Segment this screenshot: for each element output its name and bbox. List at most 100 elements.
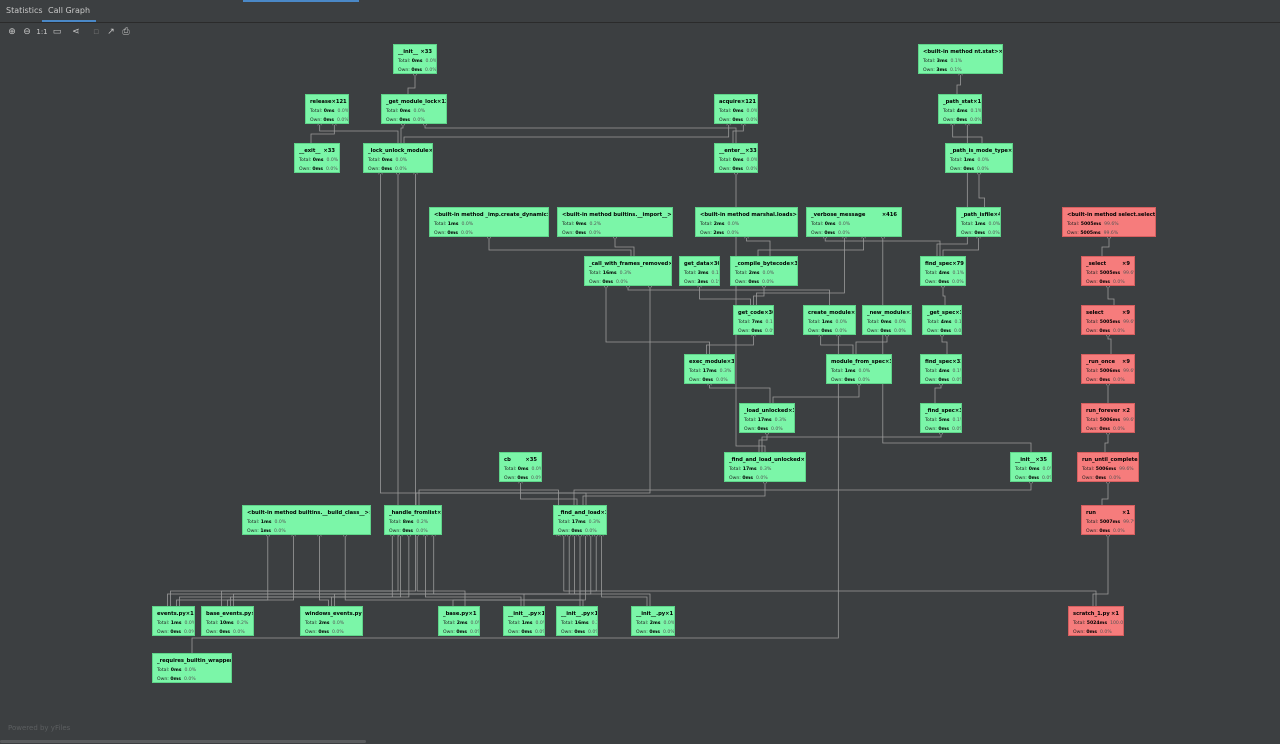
node-own-value: 0ms [742,476,754,481]
node-call-count: ×33 [323,148,335,154]
graph-node-marshal[interactable]: <built-in method marshal.loads>×30Total:… [695,207,798,237]
node-own-label: Own: [299,167,311,172]
horizontal-scrollbar[interactable] [0,740,366,743]
graph-node-builtinimport[interactable]: <built-in method builtins.__import__>×16… [557,207,673,237]
node-total-percent: 0.0% [894,320,907,325]
node-total-percent: 99.6% [1119,467,1134,472]
graph-node-ntstat[interactable]: <built-in method nt.stat>×152Total: 3ms0… [918,44,1003,74]
node-own-value: 0ms [447,231,459,236]
node-total-percent: 0.0% [1042,467,1051,472]
zoom-out-icon[interactable]: ⊖ [23,27,31,37]
graph-node-pathismode[interactable]: _path_is_mode_type×43Total: 1ms0.0%Own: … [945,143,1013,173]
graph-node-callwith[interactable]: _call_with_frames_removed×34Total: 16ms0… [584,256,672,286]
node-function-name: _load_unlocked [744,408,789,414]
node-header: _find_spec×35 [925,406,961,416]
call-edge [434,536,651,606]
node-total-label: Total: [299,158,312,163]
node-function-name: __enter__ [719,148,746,154]
node-own-value: 0ms [1099,378,1111,383]
graph-node-selectsel[interactable]: <built-in method select.select>×9Total: … [1062,207,1156,237]
node-total-percent: 0.3% [619,271,632,276]
actual-size-icon[interactable]: 1:1 [36,28,48,36]
node-own-percent: 0.0% [1113,280,1125,285]
node-own-label: Own: [925,427,937,432]
node-own-label: Own: [961,231,973,236]
graph-node-impcreate[interactable]: <built-in method _imp.create_dynamic>×2T… [429,207,549,237]
graph-node-buildclass[interactable]: <built-in method builtins.__build_class_… [242,505,371,535]
node-call-count: ×121 [740,99,757,105]
node-total-label: Total: [1067,222,1080,227]
layout-icon[interactable]: ⋖ [72,27,80,37]
node-own-percent: 0.0% [274,529,286,534]
node-header: run×1 [1086,508,1130,518]
node-call-count: ×30 [764,310,773,316]
call-edge [179,536,393,606]
call-edge [710,385,771,403]
tab-call-graph[interactable]: Call Graph [42,0,97,22]
node-total-value: 4ms [938,271,950,276]
node-total-label: Total: [1082,467,1095,472]
node-total-label: Total: [562,222,575,227]
print-icon[interactable]: ⎙ [122,27,130,37]
node-function-name: _find_spec [925,408,955,414]
node-own-value: 0ms [1095,476,1107,481]
call-edge [345,536,584,606]
call-edge [523,536,591,606]
graph-node-lockunlock[interactable]: _lock_unlock_module×36Total: 0ms0.0%Own:… [363,143,433,173]
node-total-percent: 0.0% [988,222,1001,227]
node-total-label: Total: [719,158,732,163]
tab-statistics[interactable]: Statistics [6,6,43,15]
tab-bar: Statistics Call Graph [0,0,1280,23]
zoom-in-icon[interactable]: ⊕ [8,27,16,37]
fit-content-icon[interactable]: ▭ [52,27,62,37]
export-icon[interactable]: ↗ [107,27,115,37]
